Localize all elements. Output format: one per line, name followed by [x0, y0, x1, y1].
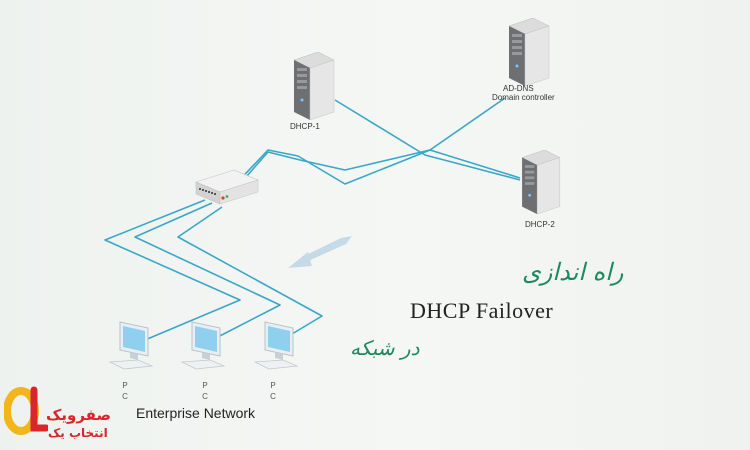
pc-2-icon — [180, 320, 232, 377]
flow-arrow — [288, 236, 352, 268]
addns-server-icon — [503, 17, 553, 93]
pc-3-label: P C — [270, 381, 276, 401]
title-persian-line3: در شبکه — [350, 336, 420, 360]
dhcp2-server-icon — [515, 149, 565, 221]
dhcp1-label: DHCP-1 — [290, 122, 320, 131]
pc-2-label: P C — [202, 381, 208, 401]
addns-label: AD-DNS — [503, 84, 534, 93]
dhcp1-server-icon — [288, 51, 338, 127]
addns-sublabel: Domain controller — [492, 93, 555, 102]
logo-name-line2: انتخاب یک — [48, 426, 108, 440]
title-persian-line1: راه اندازی — [522, 258, 624, 286]
pc-1-label: P C — [122, 381, 128, 401]
title-english: DHCP Failover — [410, 298, 554, 323]
cable-switch-pc2 — [134, 202, 281, 341]
network-switch-icon — [194, 168, 260, 215]
dhcp2-label: DHCP-2 — [525, 220, 555, 229]
enterprise-network-label: Enterprise Network — [136, 405, 256, 421]
logo-name-line1: صفرویک — [46, 406, 111, 424]
pc-3-icon — [253, 320, 305, 377]
cable-switch-pc3 — [177, 206, 323, 341]
cable-dhcp1-dhcp2 — [334, 99, 521, 181]
cable-switch-addns — [231, 97, 506, 189]
cable-switch-pc1 — [104, 199, 241, 341]
brand-logo — [3, 384, 50, 441]
cable-switch-dhcp2 — [231, 149, 521, 194]
pc-1-icon — [108, 320, 160, 377]
